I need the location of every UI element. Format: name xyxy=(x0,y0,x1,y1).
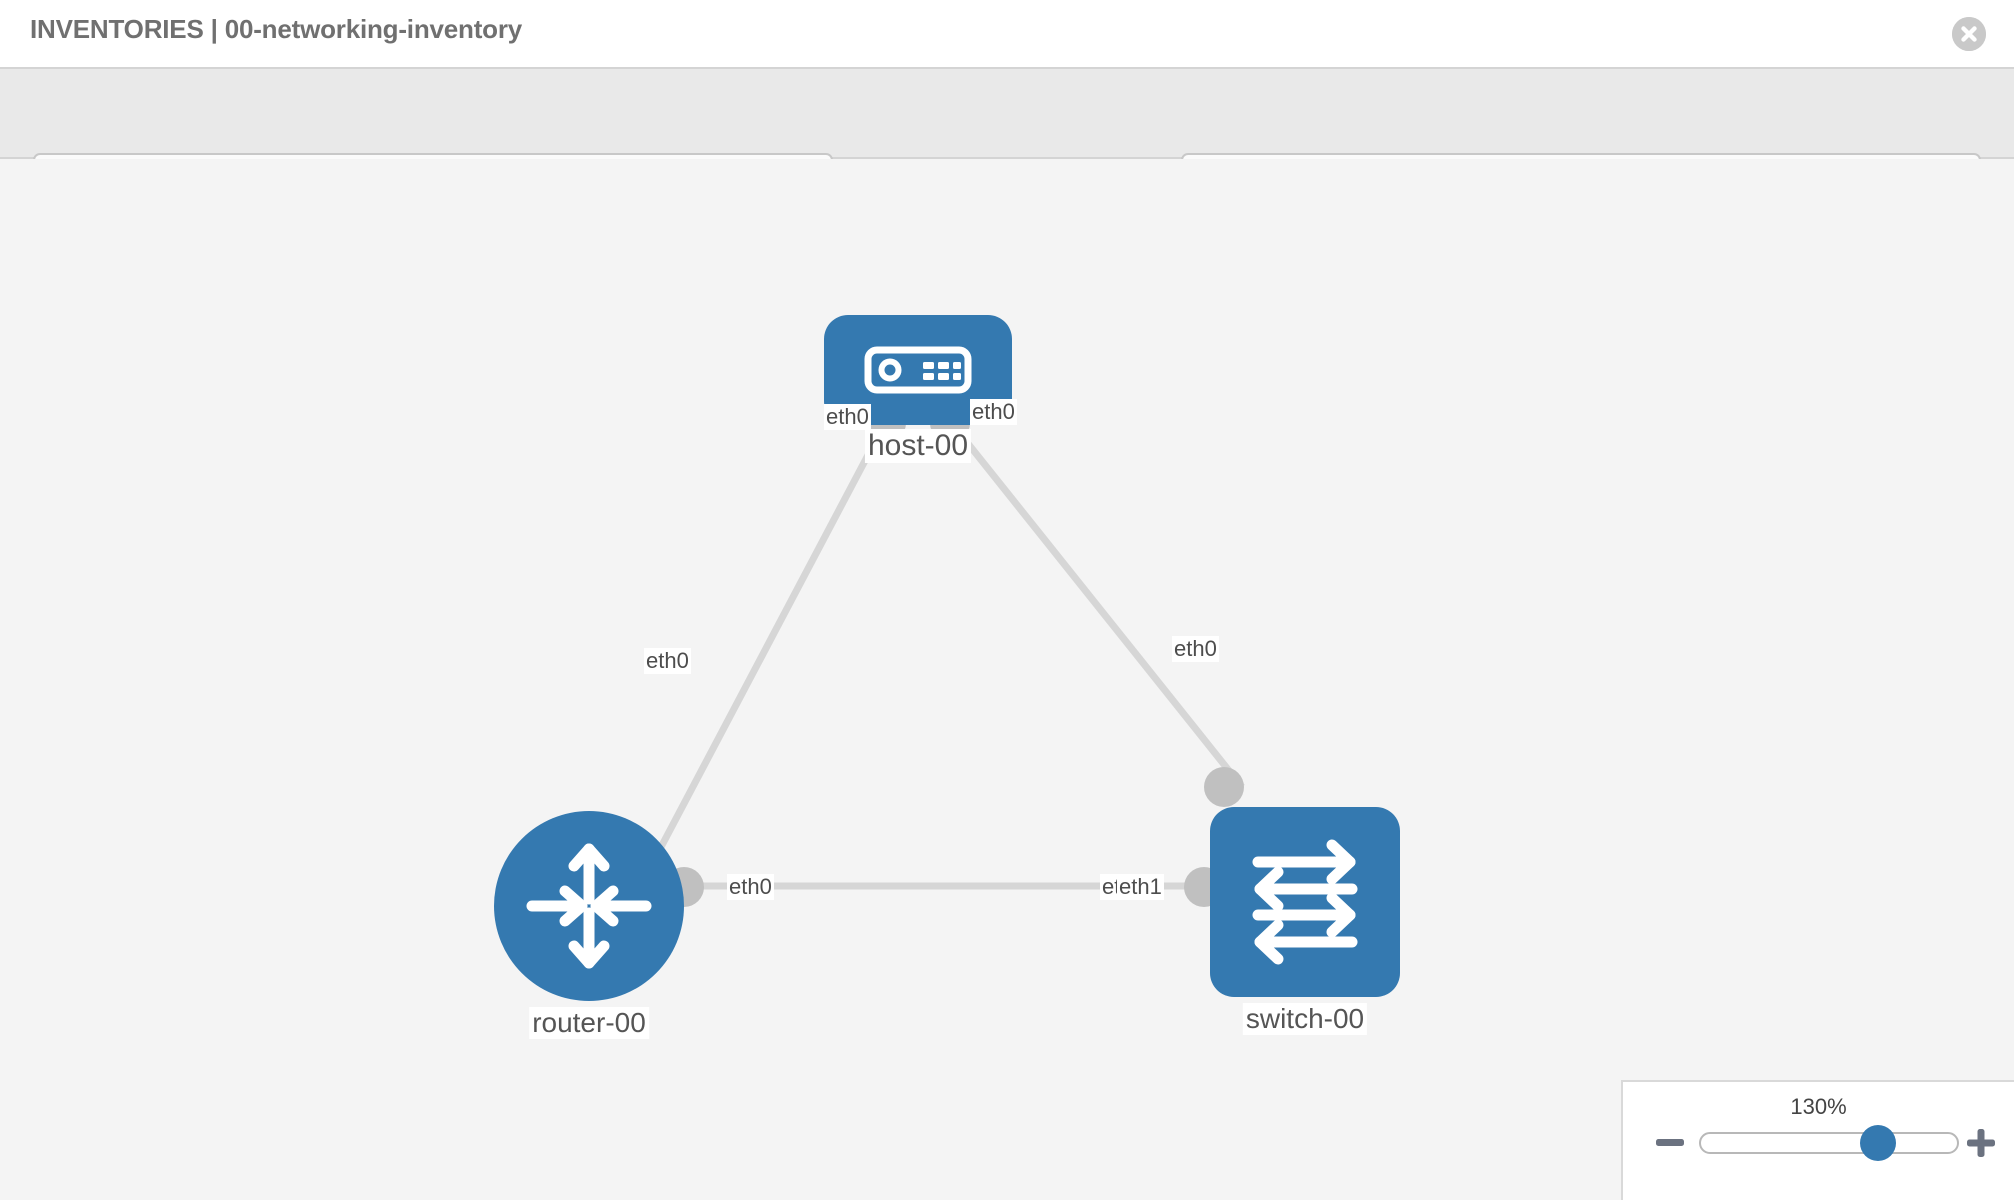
iface-label-router-right: eth0 xyxy=(727,874,774,900)
zoom-control-panel: 130% xyxy=(1621,1080,2014,1200)
link-host-router xyxy=(656,419,890,851)
topology-canvas[interactable]: host-00 xyxy=(0,159,2014,1200)
node-switch-00-label: switch-00 xyxy=(1242,1003,1368,1035)
node-host-00-label: host-00 xyxy=(864,429,972,463)
minus-icon[interactable] xyxy=(1653,1126,1687,1160)
iface-label-switch-up: eth0 xyxy=(1172,636,1219,662)
node-router-00-label: router-00 xyxy=(529,1007,649,1039)
node-router-00[interactable]: router-00 xyxy=(494,811,684,1039)
toolbar: ACTIONS SEARCH xyxy=(0,69,2014,209)
link-host-switch xyxy=(947,418,1245,790)
iface-label-host-right: eth0 xyxy=(970,399,1017,425)
zoom-slider-thumb[interactable] xyxy=(1859,1125,1896,1161)
iface-label-router-up: eth0 xyxy=(644,648,691,674)
node-router-00-shape xyxy=(494,811,684,1001)
zoom-slider[interactable] xyxy=(1699,1125,1959,1161)
page-header: INVENTORIES | 00-networking-inventory xyxy=(0,0,2014,69)
iface-label-switch-left-b: eth1 xyxy=(1117,874,1164,900)
node-switch-00-shape xyxy=(1210,807,1400,997)
iface-label-host-left: eth0 xyxy=(824,404,871,430)
page-title: INVENTORIES | 00-networking-inventory xyxy=(30,14,523,44)
close-icon[interactable] xyxy=(1952,17,1986,51)
endpoint-switch-top xyxy=(1204,767,1244,807)
zoom-level-label: 130% xyxy=(1790,1094,1847,1119)
plus-icon[interactable] xyxy=(1964,1126,1998,1160)
node-switch-00[interactable]: switch-00 xyxy=(1210,807,1400,1035)
